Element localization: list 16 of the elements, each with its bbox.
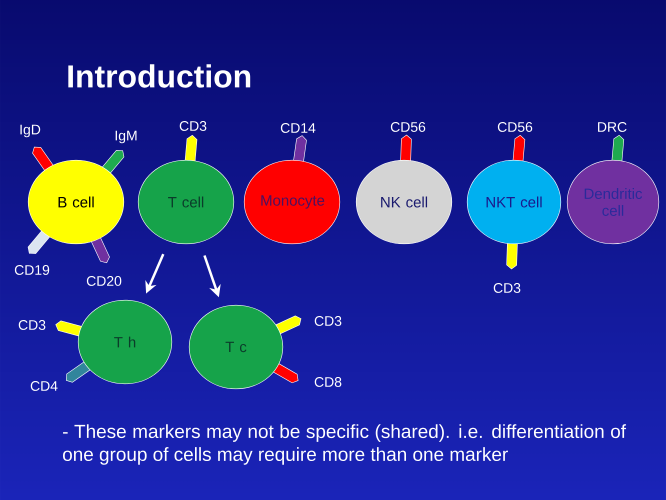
marker-label: CD20 xyxy=(86,276,122,286)
marker-label: CD3 xyxy=(18,320,46,330)
marker-label: CD3 xyxy=(494,283,520,293)
marker-label: CD4 xyxy=(30,381,58,391)
marker-label: CD14 xyxy=(280,123,316,133)
marker-label: CD3 xyxy=(180,121,206,131)
marker-label: IgM xyxy=(116,130,136,144)
caption: - These markers may not be specific (shared). i.e. differentiation of one group of cells may require more than one marker xyxy=(63,424,626,465)
marker-label: CD56 xyxy=(498,122,532,132)
marker-label: CD3 xyxy=(314,316,342,326)
marker-label: CD19 xyxy=(14,265,50,275)
marker-label: CD56 xyxy=(390,122,426,132)
marker-label: CD8 xyxy=(314,377,342,387)
title: Introduction xyxy=(68,64,250,88)
marker-label: DRC xyxy=(598,122,627,132)
marker-label: IgD xyxy=(20,124,40,138)
